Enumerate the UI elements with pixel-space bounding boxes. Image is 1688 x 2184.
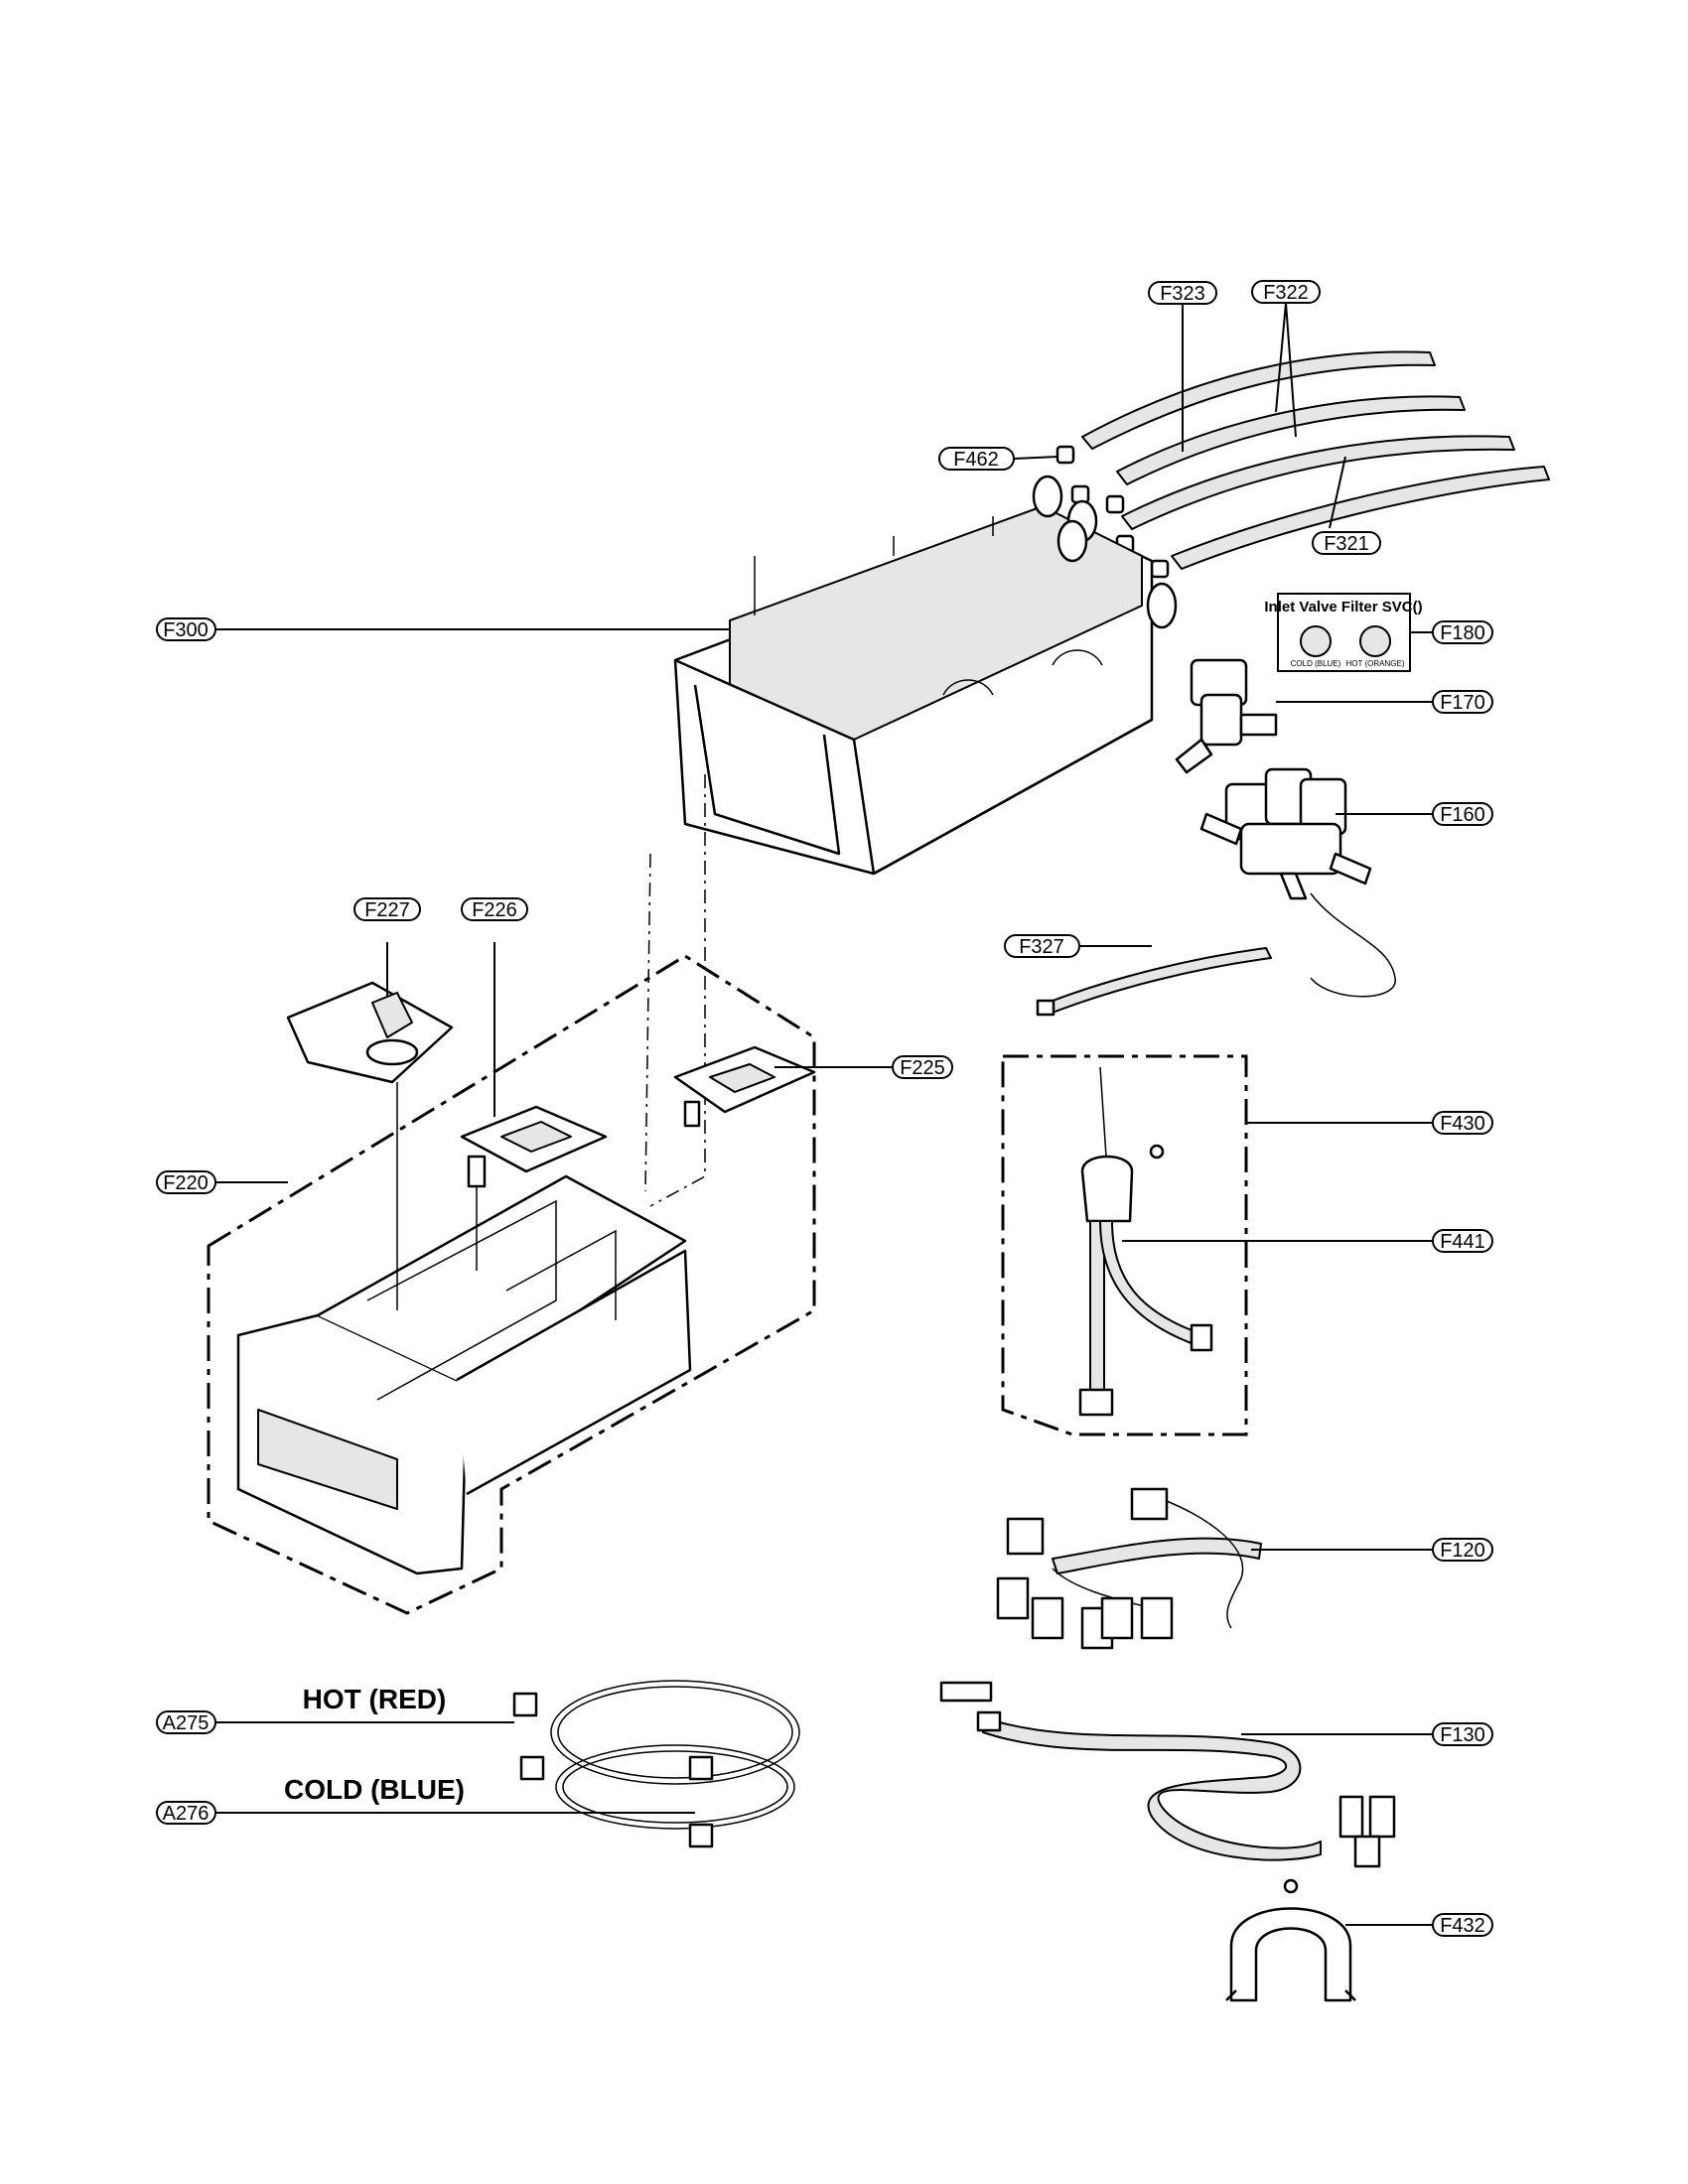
inlet-water-hoses xyxy=(512,1680,800,1848)
detergent-drawer-assembly xyxy=(207,774,816,1615)
cold-filter-screen xyxy=(1300,625,1332,657)
svg-text:A275: A275 xyxy=(163,1712,210,1734)
callout-f327: F327 xyxy=(1004,934,1080,958)
callout-f170: F170 xyxy=(1432,690,1493,714)
svg-text:F462: F462 xyxy=(953,449,999,471)
callout-f462: F462 xyxy=(938,447,1015,471)
hose-guide-clip xyxy=(1225,1878,1356,2002)
wire-harness-f120 xyxy=(996,1487,1262,1650)
callout-f300: F300 xyxy=(156,617,216,641)
inlet-valve-filter-box: Inlet Valve Filter SVC() COLD (BLUE) HOT… xyxy=(1264,593,1423,672)
leader-lines xyxy=(215,302,1433,1926)
hot-hose-label: HOT (RED) xyxy=(303,1684,447,1714)
filter-box-title: Inlet Valve Filter SVC() xyxy=(1264,599,1422,615)
cold-hose-label: COLD (BLUE) xyxy=(284,1774,465,1805)
svg-text:F120: F120 xyxy=(1440,1540,1485,1562)
filter-hot-label: HOT (ORANGE) xyxy=(1346,659,1405,668)
svg-text:F300: F300 xyxy=(163,619,209,641)
svg-text:F170: F170 xyxy=(1440,692,1485,714)
svg-text:A276: A276 xyxy=(163,1803,210,1825)
triple-inlet-valve xyxy=(1199,767,1396,998)
svg-text:F220: F220 xyxy=(163,1172,209,1194)
callout-f180: F180 xyxy=(1432,620,1493,644)
svg-text:F130: F130 xyxy=(1440,1724,1485,1746)
callout-f227: F227 xyxy=(353,897,421,921)
svg-text:F322: F322 xyxy=(1263,282,1309,304)
cold-hose-connector xyxy=(688,1823,714,1848)
svg-text:F432: F432 xyxy=(1440,1915,1485,1937)
svg-text:F327: F327 xyxy=(1019,936,1064,958)
wire-harness-f130 xyxy=(939,1681,1396,1868)
drain-hose-assembly xyxy=(1001,1054,1248,1436)
svg-text:F430: F430 xyxy=(1440,1113,1485,1135)
svg-text:F225: F225 xyxy=(900,1057,945,1079)
callout-f220: F220 xyxy=(156,1170,216,1194)
callout-f430: F430 xyxy=(1432,1111,1493,1135)
svg-text:F226: F226 xyxy=(472,899,517,921)
callout-f322: F322 xyxy=(1251,280,1321,304)
hot-hose-connector xyxy=(512,1692,538,1717)
callout-a276: A276 xyxy=(156,1801,216,1825)
callout-f225: F225 xyxy=(892,1055,953,1079)
dispenser-housing xyxy=(673,475,1178,876)
ground-wire xyxy=(1036,947,1272,1017)
callout-f441: F441 xyxy=(1432,1229,1493,1253)
svg-text:F323: F323 xyxy=(1160,283,1205,305)
callout-f120: F120 xyxy=(1432,1538,1493,1562)
callout-f323: F323 xyxy=(1148,281,1217,305)
callout-f130: F130 xyxy=(1432,1722,1493,1746)
callout-f432: F432 xyxy=(1432,1913,1493,1937)
filter-cold-label: COLD (BLUE) xyxy=(1291,659,1341,668)
svg-text:F227: F227 xyxy=(364,899,410,921)
hot-filter-screen xyxy=(1359,625,1391,657)
inlet-hoses xyxy=(1081,350,1550,570)
svg-text:F160: F160 xyxy=(1440,804,1485,826)
svg-text:F441: F441 xyxy=(1440,1231,1485,1253)
svg-text:F180: F180 xyxy=(1440,622,1485,644)
single-inlet-valve xyxy=(1175,658,1278,774)
svg-text:F321: F321 xyxy=(1324,533,1369,555)
callout-f160: F160 xyxy=(1432,802,1493,826)
callout-f226: F226 xyxy=(461,897,528,921)
callout-a275: A275 xyxy=(156,1710,216,1734)
callout-f321: F321 xyxy=(1312,531,1381,555)
